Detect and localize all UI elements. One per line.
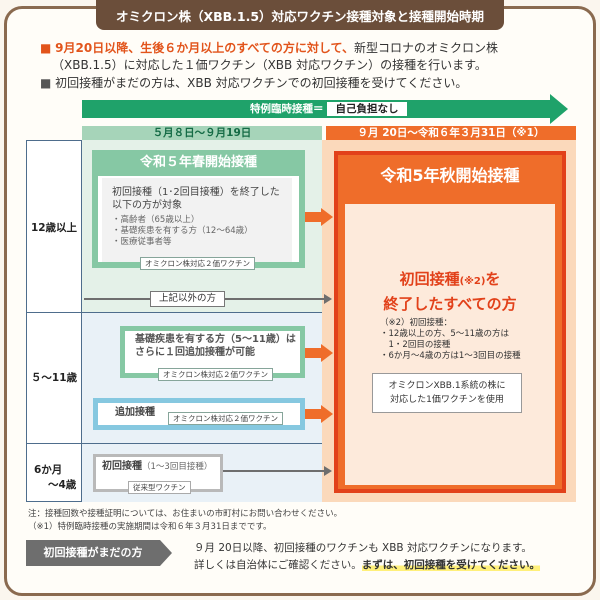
autumn-note-title: （※2）初回接種：	[380, 318, 453, 328]
child-booster-label: 追加接種	[115, 407, 155, 418]
bottom-line-2-plain: 詳しくは自治体にご確認ください。	[194, 559, 362, 571]
footnote-2: （※1）特例臨時接種の実施期間は令和６年３月31日までです。	[28, 522, 272, 532]
other-people-label: 上記以外の方	[150, 291, 226, 307]
age-label-12-plus: 12歳以上	[30, 222, 78, 234]
autumn-main-text: 初回接種(※2)を 終了したすべての方	[345, 268, 555, 315]
arrow-shaft	[305, 212, 321, 222]
bullet-marker: ■	[40, 41, 52, 55]
row-divider	[26, 312, 322, 313]
arrow-right-icon	[324, 294, 332, 304]
autumn-main-line2: 終了したすべての方	[383, 295, 517, 313]
age-label-5-11: ５〜11歳	[30, 372, 78, 384]
bottom-line-2-highlight: まずは、初回接種を受けてください。	[361, 559, 540, 571]
intro-line-1-rest: 新型コロナのオミクロン株	[353, 41, 498, 55]
infant-text: 初回接種（1〜3回目接種）	[102, 460, 212, 474]
no-cost-badge: 自己負担なし	[327, 102, 407, 116]
autumn-vaccine-box: オミクロンXBB.1系統の株に 対応した1価ワクチンを使用	[372, 373, 522, 413]
autumn-main-line1: 初回接種(※2)を	[399, 270, 501, 288]
timeline-arrow-band	[82, 100, 552, 118]
autumn-footnote: （※2）初回接種： ・12歳以上の方、5〜11歳の方は 1・2回目の接種 ・6か…	[380, 318, 550, 362]
child-underlying-line1: 基礎疾患を有する方（5〜11歳）は	[135, 334, 296, 345]
spring-condition-box	[102, 178, 292, 262]
tag-arrow-icon	[160, 540, 172, 566]
spring-item: ・基礎疾患を有する方（12〜64歳）	[112, 226, 253, 236]
child-booster-vaccine-badge: オミクロン株対応２価ワクチン	[168, 412, 283, 425]
autumn-vaccine-line2: 対応した1価ワクチンを使用	[390, 395, 504, 405]
spring-condition-line2: 以下の方が対象	[112, 200, 182, 211]
autumn-note-mark: (※2)	[459, 276, 486, 287]
spring-vaccine-badge: オミクロン株対応２価ワクチン	[140, 257, 255, 270]
infant-vaccine-badge: 従来型ワクチン	[128, 481, 191, 494]
bullet-marker: ■	[40, 76, 52, 90]
footnote-1: 注：接種回数や接種証明については、お住まいの市町村にお問い合わせください。	[28, 509, 343, 519]
age-label-infant-line2: 〜4歳	[48, 479, 77, 491]
age-label-infant-line1: 6か月	[34, 464, 63, 476]
timeline-arrow-head	[550, 94, 568, 124]
intro-emphasis: 9月20日以降、生後６か月以上のすべての方に対して、	[55, 41, 354, 55]
autumn-note-line: ・12歳以上の方、5〜11歳の方は	[380, 329, 510, 339]
age-column	[26, 140, 82, 502]
special-vaccination-label: 特例臨時接種＝	[250, 103, 324, 115]
age-label-infant: 6か月 〜4歳	[26, 462, 82, 492]
infant-detail: （1〜3回目接種）	[142, 462, 213, 472]
bottom-line-2: 詳しくは自治体にご確認ください。まずは、初回接種を受けてください。	[194, 557, 540, 573]
period-autumn: ９月 20日〜令和６年３月31日（※1）	[326, 126, 576, 141]
intro-line-3-text: 初回接種がまだの方は、XBB 対応ワクチンでの初回接種を受けてください。	[55, 76, 468, 90]
autumn-note-line: 1・2回目の接種	[380, 340, 451, 350]
autumn-vaccination-title: 令和5年秋開始接種	[380, 166, 520, 185]
arrow-shaft	[305, 348, 321, 358]
spring-item: ・医療従事者等	[112, 237, 172, 247]
autumn-body	[345, 204, 555, 485]
arrow-right-icon	[321, 405, 333, 423]
bottom-line-1: ９月 20日以降、初回接種のワクチンも XBB 対応ワクチンになります。	[194, 542, 532, 554]
arrow-right-icon	[324, 466, 332, 476]
autumn-vaccine-line1: オミクロンXBB.1系統の株に	[388, 381, 506, 391]
intro-line-3: ■ 初回接種がまだの方は、XBB 対応ワクチンでの初回接種を受けてください。	[40, 75, 467, 92]
infant-label: 初回接種	[102, 461, 142, 472]
spring-condition-line1: 初回接種（1･2回目接種）を終了した	[112, 187, 280, 198]
intro-line-2: （XBB.1.5）に対応した１価ワクチン（XBB 対応ワクチン）の接種を行います…	[52, 58, 487, 72]
period-spring: ５月８日〜９月19日	[82, 126, 322, 141]
first-dose-tag: 初回接種がまだの方	[26, 540, 160, 566]
arrow-right-icon	[321, 208, 333, 226]
autumn-note-line: ・6か月〜4歳の方は1〜3回目の接種	[380, 351, 521, 361]
page-title: オミクロン株（XBB.1.5）対応ワクチン接種対象と接種開始時期	[96, 0, 504, 30]
row-divider	[26, 443, 322, 444]
arrow-shaft	[305, 409, 321, 419]
intro-line-1: ■ 9月20日以降、生後６か月以上のすべての方に対して、新型コロナのオミクロン株	[40, 40, 498, 57]
child-underlying-line2: さらに１回追加接種が可能	[135, 347, 255, 358]
child-underlying-vaccine-badge: オミクロン株対応２価ワクチン	[158, 368, 273, 381]
spring-vaccination-title: 令和５年春開始接種	[92, 150, 305, 176]
infant-line	[223, 470, 326, 472]
spring-item: ・高齢者（65歳以上）	[112, 215, 200, 225]
arrow-right-icon	[321, 344, 333, 362]
